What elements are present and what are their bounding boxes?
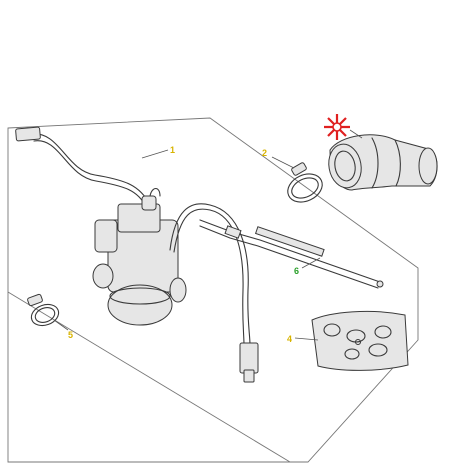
hose-clamp-5[interactable] <box>27 293 62 329</box>
intake-elbow-rib <box>371 137 379 189</box>
carburettor-top-chamber <box>117 203 161 233</box>
gasket-ring-4 <box>344 348 360 360</box>
callout-1: 1 <box>170 145 175 155</box>
intake-elbow-flange-inner <box>334 150 356 182</box>
wire-plug-tip <box>243 369 255 383</box>
left-fitting <box>92 263 114 289</box>
hose-clamp-screw <box>291 162 307 176</box>
hose-clamp-ring <box>287 173 323 203</box>
assembly-frame <box>7 117 419 463</box>
top-bracket <box>149 187 161 197</box>
leader-marker <box>349 129 363 139</box>
cable-adjuster <box>224 225 242 239</box>
throttle-top <box>141 195 157 211</box>
leader-5 <box>53 319 69 331</box>
leader-1 <box>141 149 169 159</box>
intake-manifold-elbow[interactable] <box>325 134 438 191</box>
leader-6 <box>301 257 321 269</box>
float-bowl-rim <box>109 287 171 305</box>
gasket-washer <box>354 338 362 346</box>
throttle-cable-line-2 <box>199 225 379 289</box>
gasket-kit-bag[interactable] <box>311 310 409 371</box>
hose-clamp-ring-inner <box>291 177 319 199</box>
cable-connector <box>15 126 41 142</box>
intake-fitting <box>169 277 187 303</box>
intake-elbow-outlet <box>418 147 438 185</box>
red-cross-marker-icon <box>324 114 350 140</box>
choke-cylinder <box>94 219 118 253</box>
wire-plug <box>239 342 259 374</box>
small-clamp-screw <box>27 293 43 307</box>
small-clamp-ring-inner <box>34 307 56 323</box>
float-bowl <box>107 284 173 326</box>
carburettor-cable-inner <box>33 140 147 208</box>
small-clamp-ring <box>30 303 60 327</box>
callout-5: 5 <box>68 330 73 340</box>
throttle-cable-line <box>199 219 381 283</box>
gasket-ring-1 <box>323 323 341 337</box>
cable-end-nipple <box>376 280 384 288</box>
callout-4: 4 <box>287 334 292 344</box>
carburettor-assembly[interactable] <box>15 126 259 383</box>
leader-2 <box>271 156 295 169</box>
carburettor-cable <box>29 133 151 206</box>
intake-elbow-rib-2 <box>394 139 401 187</box>
hose-clamp-2[interactable] <box>283 162 327 207</box>
throttle-cable[interactable] <box>199 219 384 289</box>
leader-4 <box>294 337 319 341</box>
callout-6: 6 <box>294 266 299 276</box>
gasket-ring-5 <box>368 343 388 357</box>
heater-wire <box>169 203 251 346</box>
gasket-ring-3 <box>374 325 392 339</box>
cable-sleeve <box>254 226 325 257</box>
callout-2: 2 <box>262 148 267 158</box>
